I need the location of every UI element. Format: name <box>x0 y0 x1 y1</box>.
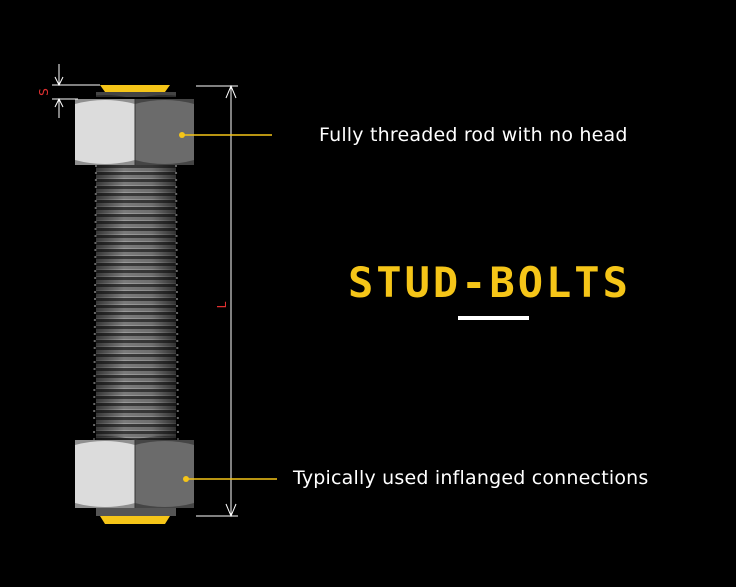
l-dimension-label: L <box>215 301 229 308</box>
title-underline <box>458 316 529 320</box>
callout-leader-bottom <box>183 476 277 482</box>
page-title: STUD-BOLTS <box>348 258 631 307</box>
l-dimension <box>196 84 238 518</box>
callout-label-top: Fully threaded rod with no head <box>319 124 628 146</box>
bottom-nut <box>75 436 194 508</box>
threaded-rod <box>93 164 179 442</box>
s-dimension <box>52 64 100 118</box>
s-dimension-label: S <box>37 88 51 96</box>
rod-end-bottom <box>96 508 176 524</box>
rod-end-top <box>96 85 176 97</box>
callout-leader-top <box>179 132 272 138</box>
top-nut <box>75 95 194 165</box>
callout-label-bottom: Typically used inflanged connections <box>293 467 649 489</box>
